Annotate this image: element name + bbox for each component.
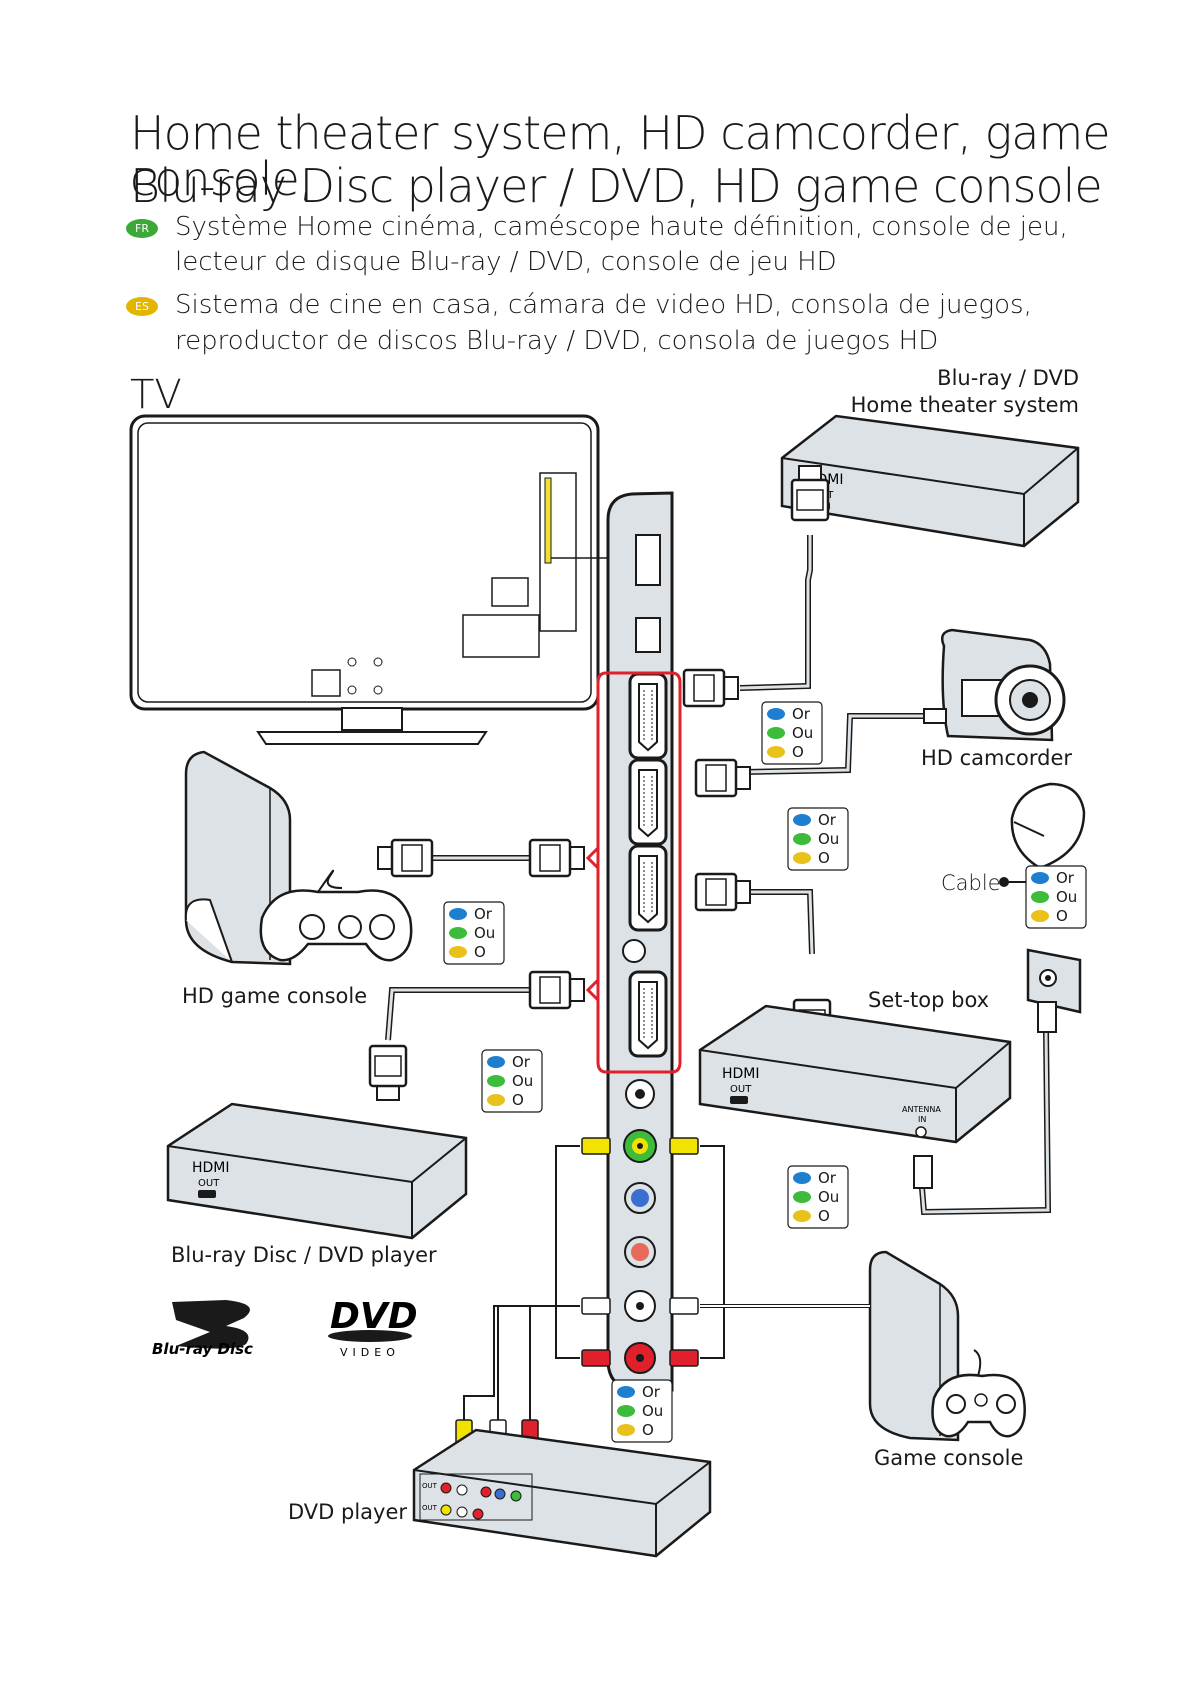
stb-hdmi-label: HDMI bbox=[722, 1066, 760, 1082]
set-top-box-label: Set-top box bbox=[868, 988, 990, 1012]
legend-label: O bbox=[818, 1207, 830, 1225]
lang-badge-fr: FR bbox=[126, 219, 158, 238]
antenna-wall-outlet bbox=[1026, 948, 1082, 1014]
rca-plugs-left bbox=[581, 1137, 611, 1367]
hd-camcorder-device bbox=[941, 628, 1066, 742]
legend-swatch bbox=[767, 727, 785, 739]
bluray-dvd-player-device: HDMI OUT bbox=[166, 1102, 468, 1240]
legend-swatch bbox=[1031, 891, 1049, 903]
stb-in-label: IN bbox=[918, 1115, 926, 1124]
stb-out-label: OUT bbox=[730, 1084, 752, 1095]
es-subtitle-line-1: Sistema de cine en casa, cámara de video… bbox=[175, 290, 1032, 320]
bdp-hdmi-label: HDMI bbox=[192, 1160, 230, 1176]
legend-label: O bbox=[1056, 907, 1068, 925]
legend-label: Or bbox=[474, 905, 493, 923]
legend-label: Or bbox=[818, 1169, 837, 1187]
legend-swatch bbox=[449, 927, 467, 939]
legend-swatch bbox=[767, 746, 785, 758]
set-top-box-device: HDMI OUT ANTENNA IN bbox=[698, 1004, 1012, 1144]
legend-swatch bbox=[449, 908, 467, 920]
game-console-label: Game console bbox=[874, 1446, 1024, 1470]
legend-label: O bbox=[512, 1091, 524, 1109]
legend-label: Ou bbox=[818, 1188, 839, 1206]
legend-swatch bbox=[617, 1405, 635, 1417]
rca-wiring bbox=[463, 1145, 870, 1420]
bluray-logo: Blu-ray Disc bbox=[152, 1300, 253, 1358]
bluray-logo-text: Blu-ray Disc bbox=[152, 1340, 253, 1358]
legend-swatch bbox=[1031, 872, 1049, 884]
legend-label: Ou bbox=[512, 1072, 533, 1090]
hd-camcorder-label: HD camcorder bbox=[921, 746, 1073, 770]
cable-label: Cable bbox=[941, 871, 1001, 895]
legend-swatch bbox=[793, 1172, 811, 1184]
hd-game-console-device bbox=[184, 750, 413, 966]
legend-swatch bbox=[449, 946, 467, 958]
bdp-out-label: OUT bbox=[198, 1178, 220, 1189]
legend-swatch bbox=[793, 1191, 811, 1203]
bluray-hts-label-line-1: Blu-ray / DVD bbox=[937, 366, 1079, 390]
legend-label: O bbox=[792, 743, 804, 761]
dvd-logo-sub: VIDEO bbox=[340, 1346, 400, 1359]
tv-label: TV bbox=[130, 372, 182, 418]
hd-game-console-label: HD game console bbox=[182, 984, 368, 1008]
stb-antenna-label: ANTENNA bbox=[902, 1105, 941, 1114]
legend-swatch bbox=[793, 814, 811, 826]
legend-label: O bbox=[818, 849, 830, 867]
legend-swatch bbox=[487, 1056, 505, 1068]
legend-swatch bbox=[793, 852, 811, 864]
fr-subtitle-line-1: Système Home cinéma, caméscope haute déf… bbox=[175, 212, 1068, 242]
legend-label: Or bbox=[792, 705, 811, 723]
tv-illustration bbox=[129, 414, 610, 745]
legend-label: Ou bbox=[474, 924, 495, 942]
legend-swatch bbox=[767, 708, 785, 720]
bluray-dvd-player-label: Blu-ray Disc / DVD player bbox=[171, 1243, 437, 1267]
legend-label: Ou bbox=[818, 830, 839, 848]
legend-label: Ou bbox=[792, 724, 813, 742]
legend-swatch bbox=[487, 1094, 505, 1106]
lang-badge-es: ES bbox=[126, 297, 158, 316]
legend-swatch bbox=[793, 833, 811, 845]
title-line-1: Home theater system, HD camcorder, game … bbox=[130, 106, 1111, 206]
title-line-2: Blu-ray Disc player / DVD, HD game conso… bbox=[130, 159, 1103, 213]
dvd-logo: DVD VIDEO bbox=[328, 1296, 418, 1359]
tv-connector-panel bbox=[585, 491, 682, 1392]
legend-label: O bbox=[474, 943, 486, 961]
legend-label: Ou bbox=[1056, 888, 1077, 906]
legend-swatch bbox=[1031, 910, 1049, 922]
legend-label: Or bbox=[818, 811, 837, 829]
game-console-device bbox=[868, 1250, 1026, 1442]
dvd-out-label-1: OUT bbox=[422, 1482, 438, 1490]
legend-swatch bbox=[793, 1210, 811, 1222]
fr-subtitle-line-2: lecteur de disque Blu-ray / DVD, console… bbox=[175, 247, 837, 277]
bluray-hts-label-line-2: Home theater system bbox=[850, 393, 1079, 417]
dvd-out-label-2: OUT bbox=[422, 1504, 438, 1512]
legend-swatch bbox=[617, 1424, 635, 1436]
legend-label: O bbox=[642, 1421, 654, 1439]
legend-label: Or bbox=[512, 1053, 531, 1071]
dvd-player-device: OUT OUT bbox=[412, 1428, 712, 1558]
dvd-player-label: DVD player bbox=[288, 1500, 408, 1524]
legend-swatch bbox=[487, 1075, 505, 1087]
legend-swatch bbox=[617, 1386, 635, 1398]
legend-label: Or bbox=[642, 1383, 661, 1401]
legend-label: Or bbox=[1056, 869, 1075, 887]
rca-plugs-right bbox=[669, 1137, 699, 1367]
legend-label: Ou bbox=[642, 1402, 663, 1420]
satellite-dish-icon bbox=[1010, 782, 1086, 870]
es-subtitle-line-2: reproductor de discos Blu-ray / DVD, con… bbox=[175, 326, 939, 356]
